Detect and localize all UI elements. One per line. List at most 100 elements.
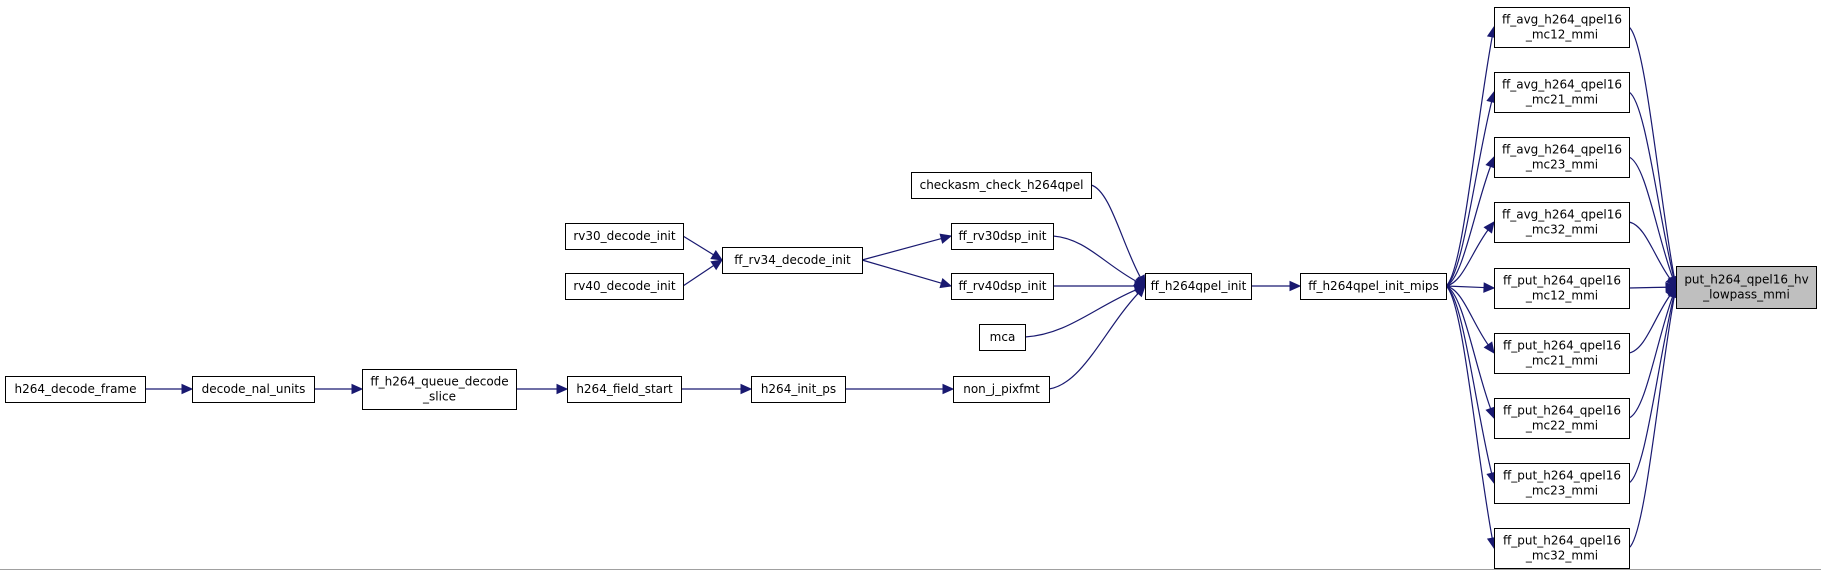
edge-line — [682, 265, 715, 287]
node-ff-h264-queue-decode-slice[interactable]: ff_h264_queue_decode_slice — [362, 369, 517, 410]
edge-ff-put-h264-qpel16-mc22-mmi-to-put-h264-qpel16-hv-lowpass-mmi — [1628, 285, 1678, 419]
node-label: rv30_decode_init — [573, 229, 676, 243]
node-ff-put-h264-qpel16-mc22-mmi[interactable]: ff_put_h264_qpel16_mc22_mmi — [1494, 398, 1630, 439]
edge-arrowhead — [1133, 285, 1146, 298]
edge-line — [1445, 101, 1493, 287]
node-mca[interactable]: mca — [979, 324, 1026, 351]
node-box — [5, 376, 146, 403]
edge-line — [1445, 285, 1493, 474]
node-label: ff_put_h264_qpel16 — [1503, 339, 1621, 353]
edge-line — [861, 259, 942, 284]
edge-arrowhead — [939, 233, 953, 244]
node-label: _mc22_mmi — [1525, 419, 1598, 433]
node-label: ff_put_h264_qpel16 — [1503, 469, 1621, 483]
node-box — [1494, 528, 1630, 569]
edge-line — [1445, 285, 1489, 346]
node-ff-avg-h264-qpel16-mc21-mmi[interactable]: ff_avg_h264_qpel16_mc21_mmi — [1494, 72, 1630, 113]
node-label: h264_decode_frame — [14, 382, 136, 396]
node-label: _mc32_mmi — [1525, 223, 1598, 237]
edge-line — [1445, 285, 1493, 539]
edge-ff-rv34-decode-init-to-ff-rv40dsp-init — [861, 259, 953, 289]
node-box — [953, 376, 1050, 403]
node-checkasm-check-h264qpel[interactable]: checkasm_check_h264qpel — [911, 172, 1092, 199]
edge-ff-h264-queue-decode-slice-to-h264-field-start — [516, 383, 569, 395]
edge-line — [1628, 296, 1674, 419]
node-ff-avg-h264-qpel16-mc12-mmi[interactable]: ff_avg_h264_qpel16_mc12_mmi — [1494, 7, 1630, 48]
node-ff-rv40dsp-init[interactable]: ff_rv40dsp_init — [951, 273, 1054, 300]
edge-line — [1445, 285, 1485, 289]
node-decode-nal-units[interactable]: decode_nal_units — [192, 376, 315, 403]
edge-ff-rv40dsp-init-to-ff-h264qpel-init — [1053, 280, 1147, 292]
node-box — [1494, 268, 1630, 309]
edge-line — [1048, 292, 1139, 390]
node-label: _mc32_mmi — [1525, 549, 1598, 563]
edge-line — [1024, 289, 1137, 338]
node-label: ff_rv34_decode_init — [734, 253, 851, 267]
edge-line — [1628, 221, 1671, 280]
edge-arrowhead — [710, 259, 724, 271]
node-ff-rv34-decode-init[interactable]: ff_rv34_decode_init — [722, 247, 863, 274]
edge-line — [1628, 156, 1674, 278]
edge-non-j-pixfmt-to-ff-h264qpel-init — [1048, 285, 1146, 390]
node-label: decode_nal_units — [202, 382, 306, 396]
node-box — [751, 376, 846, 403]
node-ff-h264qpel-init-mips[interactable]: ff_h264qpel_init_mips — [1300, 273, 1447, 300]
edge-h264-field-start-to-h264-init-ps — [681, 383, 753, 395]
node-label: ff_rv30dsp_init — [958, 229, 1046, 243]
node-box — [1494, 398, 1630, 439]
edge-ff-avg-h264-qpel16-mc23-mmi-to-put-h264-qpel16-hv-lowpass-mmi — [1628, 156, 1678, 289]
node-ff-avg-h264-qpel16-mc32-mmi[interactable]: ff_avg_h264_qpel16_mc32_mmi — [1494, 202, 1630, 243]
node-ff-put-h264-qpel16-mc23-mmi[interactable]: ff_put_h264_qpel16_mc23_mmi — [1494, 463, 1630, 504]
edge-arrowhead — [556, 383, 569, 395]
node-h264-init-ps[interactable]: h264_init_ps — [751, 376, 846, 403]
edge-arrowhead — [710, 250, 724, 261]
node-label: _lowpass_mmi — [1702, 288, 1790, 302]
node-label: ff_put_h264_qpel16 — [1503, 274, 1621, 288]
node-box — [567, 376, 682, 403]
edge-line — [1445, 36, 1493, 287]
edge-rv40-decode-init-to-ff-rv34-decode-init — [682, 259, 724, 287]
node-put-h264-qpel16-hv-lowpass-mmi[interactable]: put_h264_qpel16_hv_lowpass_mmi — [1676, 266, 1817, 309]
node-label: _mc12_mmi — [1525, 289, 1598, 303]
node-h264-decode-frame[interactable]: h264_decode_frame — [5, 376, 146, 403]
node-ff-h264qpel-init[interactable]: ff_h264qpel_init — [1145, 273, 1252, 300]
node-ff-put-h264-qpel16-mc12-mmi[interactable]: ff_put_h264_qpel16_mc12_mmi — [1494, 268, 1630, 309]
node-label: non_j_pixfmt — [963, 382, 1040, 396]
node-box — [1494, 202, 1630, 243]
edge-line — [1090, 184, 1141, 278]
node-h264-field-start[interactable]: h264_field_start — [567, 376, 682, 403]
node-box — [565, 273, 684, 300]
node-box — [192, 376, 315, 403]
edge-arrowhead — [939, 277, 953, 289]
node-label: ff_put_h264_qpel16 — [1503, 404, 1621, 418]
node-label: rv40_decode_init — [573, 279, 676, 293]
node-label: ff_put_h264_qpel16 — [1503, 534, 1621, 548]
edge-ff-h264qpel-init-mips-to-ff-avg-h264-qpel16-mc23-mmi — [1445, 155, 1496, 287]
node-rv40-decode-init[interactable]: rv40_decode_init — [565, 273, 684, 300]
edge-ff-put-h264-qpel16-mc12-mmi-to-put-h264-qpel16-hv-lowpass-mmi — [1628, 281, 1678, 293]
edge-checkasm-check-h264qpel-to-ff-h264qpel-init — [1090, 184, 1146, 288]
node-ff-put-h264-qpel16-mc32-mmi[interactable]: ff_put_h264_qpel16_mc32_mmi — [1494, 528, 1630, 569]
node-box — [911, 172, 1092, 199]
node-label: h264_field_start — [576, 382, 673, 396]
edge-ff-h264qpel-init-to-ff-h264qpel-init-mips — [1251, 280, 1302, 292]
node-label: mca — [990, 330, 1016, 344]
edge-ff-h264qpel-init-mips-to-ff-put-h264-qpel16-mc12-mmi — [1445, 282, 1496, 293]
node-rv30-decode-init[interactable]: rv30_decode_init — [565, 223, 684, 250]
node-non-j-pixfmt[interactable]: non_j_pixfmt — [953, 376, 1050, 403]
edge-line — [1628, 26, 1675, 278]
node-label: ff_avg_h264_qpel16 — [1502, 208, 1622, 222]
node-box — [1494, 333, 1630, 374]
edge-arrowhead — [740, 383, 753, 395]
node-label: ff_avg_h264_qpel16 — [1502, 13, 1622, 27]
edge-ff-avg-h264-qpel16-mc12-mmi-to-put-h264-qpel16-hv-lowpass-mmi — [1628, 26, 1680, 289]
edge-line — [682, 235, 714, 256]
edge-line — [1052, 235, 1137, 282]
node-ff-rv30dsp-init[interactable]: ff_rv30dsp_init — [951, 223, 1054, 250]
node-ff-put-h264-qpel16-mc21-mmi[interactable]: ff_put_h264_qpel16_mc21_mmi — [1494, 333, 1630, 374]
edge-arrowhead — [1485, 406, 1496, 420]
node-label: ff_h264_queue_decode — [370, 375, 508, 389]
node-box — [1676, 266, 1817, 309]
node-ff-avg-h264-qpel16-mc23-mmi[interactable]: ff_avg_h264_qpel16_mc23_mmi — [1494, 137, 1630, 178]
